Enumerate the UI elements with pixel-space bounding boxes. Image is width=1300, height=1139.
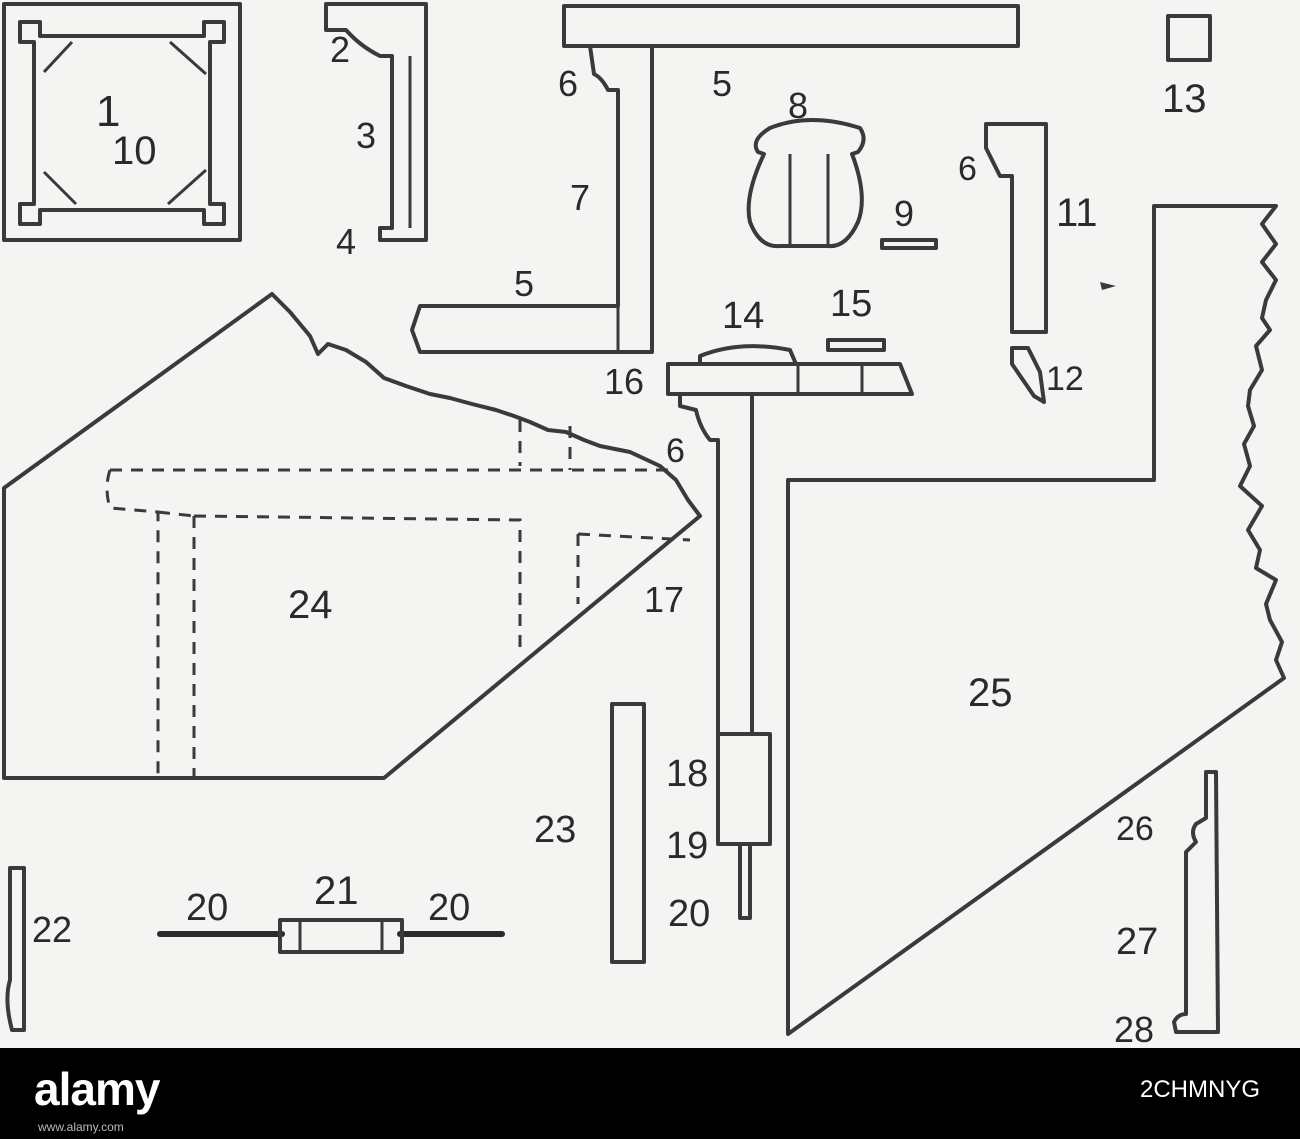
part-13-square — [1166, 14, 1212, 62]
parts-diagram: 1 10 2 3 4 5 5 6 6 6 7 8 9 11 12 13 14 1… — [0, 0, 1300, 1048]
label-9: 9 — [894, 193, 914, 234]
alamy-logo: alamy — [34, 1063, 160, 1115]
part-5-6-7-assembly — [410, 4, 1020, 354]
part-22-strip — [5, 866, 26, 1032]
part-12-piece — [1010, 346, 1046, 404]
part-25-panel — [786, 204, 1286, 1036]
part-24-housing — [2, 292, 702, 780]
label-18: 18 — [666, 753, 708, 795]
part-14-20-column — [666, 338, 914, 920]
label-5-bottom: 5 — [514, 263, 534, 304]
label-22: 22 — [32, 909, 72, 950]
part-8-block — [746, 118, 866, 249]
part-26-28-moulding — [1172, 770, 1220, 1034]
part-1-frame — [2, 2, 242, 242]
label-2: 2 — [330, 29, 350, 70]
label-20-column: 20 — [668, 893, 710, 935]
part-9-strip — [880, 238, 938, 250]
label-4: 4 — [336, 221, 356, 262]
stock-watermark-banner: alamy 2CHMNYG www.alamy.com — [0, 1048, 1300, 1139]
label-7: 7 — [570, 177, 590, 218]
image-id-label: 2CHMNYG — [1139, 1076, 1260, 1103]
part-labels: 1 10 2 3 4 5 5 6 6 6 7 8 9 11 12 13 14 1… — [32, 29, 1207, 1048]
label-20-right: 20 — [428, 887, 470, 929]
banner-url: www.alamy.com — [38, 1120, 124, 1134]
label-5-top: 5 — [712, 63, 732, 104]
label-16: 16 — [604, 361, 644, 402]
label-6-right: 6 — [958, 150, 977, 188]
label-13: 13 — [1162, 77, 1207, 121]
label-26: 26 — [1116, 810, 1154, 848]
label-3: 3 — [356, 115, 376, 156]
label-17: 17 — [644, 579, 684, 620]
part-2-3-4-bracket — [324, 2, 428, 242]
label-12: 12 — [1046, 360, 1084, 398]
part-11-upright — [984, 122, 1048, 334]
label-6-top: 6 — [558, 63, 578, 104]
label-21: 21 — [314, 869, 359, 913]
label-25: 25 — [968, 671, 1013, 715]
stray-mark — [1100, 282, 1116, 290]
label-1: 1 — [96, 87, 120, 136]
label-27: 27 — [1116, 921, 1158, 963]
label-11: 11 — [1056, 191, 1098, 235]
part-23-bar — [610, 702, 646, 964]
label-19: 19 — [666, 825, 708, 867]
label-10: 10 — [112, 129, 157, 173]
label-23: 23 — [534, 809, 576, 851]
label-24: 24 — [288, 583, 333, 627]
label-8: 8 — [788, 85, 808, 126]
label-6-middle: 6 — [666, 432, 685, 470]
label-15: 15 — [830, 283, 872, 325]
label-20-left: 20 — [186, 887, 228, 929]
part-21-coupler — [157, 918, 505, 954]
label-14: 14 — [722, 295, 764, 337]
label-28: 28 — [1114, 1009, 1154, 1048]
